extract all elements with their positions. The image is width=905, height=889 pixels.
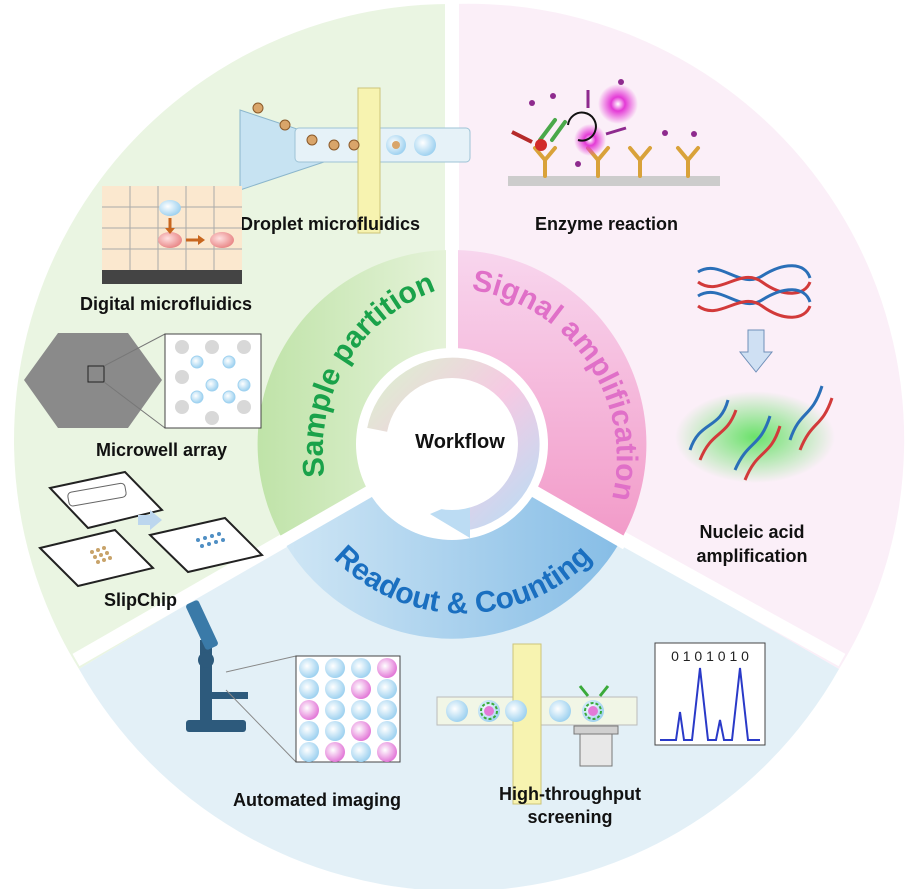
imaging-droplet xyxy=(299,700,319,720)
label-nucleic-acid-line2: amplification xyxy=(696,546,807,566)
label-screening-line1: High-throughput xyxy=(499,784,641,804)
label-enzyme-reaction: Enzyme reaction xyxy=(535,214,678,234)
imaging-droplet xyxy=(377,658,397,678)
imaging-droplet xyxy=(325,742,345,762)
label-screening-line2: screening xyxy=(527,807,612,827)
center-label: Workflow xyxy=(415,431,505,453)
signal-trace-illustration: 0 1 0 1 0 1 0 xyxy=(654,642,766,746)
label-automated-imaging: Automated imaging xyxy=(233,790,401,810)
imaging-droplet xyxy=(325,700,345,720)
imaging-droplet xyxy=(351,721,371,741)
screening-illustration xyxy=(436,643,638,805)
middle-ring xyxy=(257,245,647,639)
imaging-droplet xyxy=(351,658,371,678)
enzyme-reaction-illustration xyxy=(508,79,720,186)
imaging-droplet xyxy=(377,721,397,741)
imaging-droplet xyxy=(299,721,319,741)
imaging-grid-illustration xyxy=(225,655,401,763)
imaging-droplet xyxy=(351,742,371,762)
label-digital-microfluidics: Digital microfluidics xyxy=(80,294,252,314)
imaging-droplet xyxy=(325,721,345,741)
label-droplet-microfluidics: Droplet microfluidics xyxy=(240,214,420,234)
imaging-droplet xyxy=(377,742,397,762)
imaging-droplet xyxy=(299,679,319,699)
imaging-droplet xyxy=(377,700,397,720)
binary-readout: 0 1 0 1 0 1 0 xyxy=(671,648,749,664)
nucleic-acid-illustration xyxy=(675,264,835,483)
imaging-droplet xyxy=(351,679,371,699)
slipchip-illustration xyxy=(38,470,264,588)
imaging-droplet xyxy=(325,658,345,678)
label-microwell-array: Microwell array xyxy=(96,440,227,460)
label-nucleic-acid-line1: Nucleic acid xyxy=(699,522,804,542)
droplet-microfluidics-illustration xyxy=(239,87,471,234)
digital-microfluidics-illustration xyxy=(102,186,242,284)
imaging-droplet xyxy=(377,679,397,699)
imaging-droplet xyxy=(351,700,371,720)
imaging-droplet xyxy=(325,679,345,699)
microscope-icon xyxy=(186,600,248,732)
imaging-droplet xyxy=(299,742,319,762)
microwell-array-illustration xyxy=(24,333,262,429)
cycle-arrow xyxy=(367,357,540,530)
label-slipchip: SlipChip xyxy=(104,590,177,610)
imaging-droplet xyxy=(299,658,319,678)
